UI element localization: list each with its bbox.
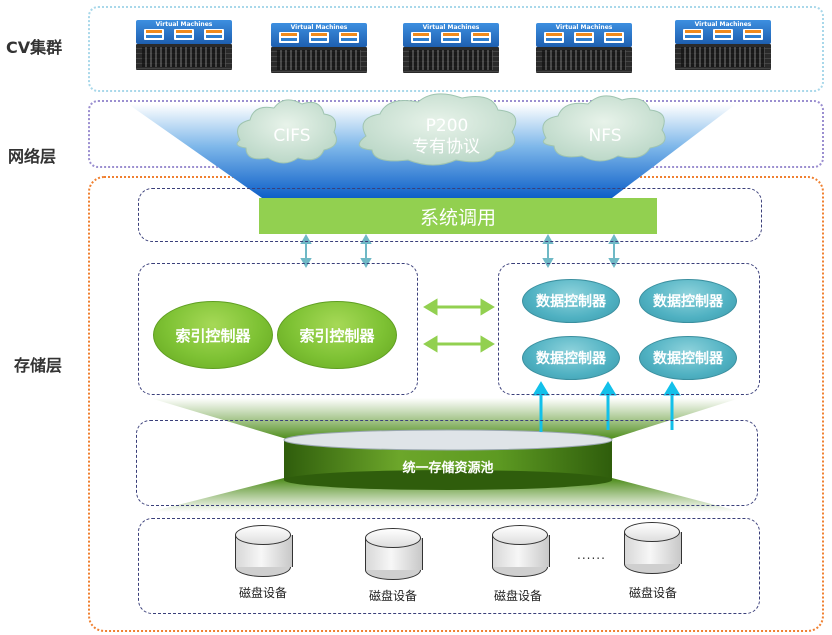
index-controller: 索引控制器 <box>277 301 397 369</box>
data-controller: 数据控制器 <box>639 336 737 380</box>
storage-pool-label: 统一存储资源池 <box>402 461 494 476</box>
index-controller-label: 索引控制器 <box>175 326 251 345</box>
data-controller-label: 数据控制器 <box>653 351 723 367</box>
disk-device-icon <box>235 525 293 577</box>
disk-ellipsis: ...... <box>577 548 606 562</box>
nfs-cloud-label: NFS <box>588 126 622 146</box>
data-controller: 数据控制器 <box>522 279 620 323</box>
vm-title: Virtual Machines <box>694 21 752 28</box>
vm-server: Virtual Machines <box>136 20 232 70</box>
storage-layer-label: 存储层 <box>14 356 63 375</box>
cv-layer-label: CV集群 <box>6 38 63 57</box>
cv-layer-box <box>88 6 824 92</box>
disk-device-icon <box>365 528 423 580</box>
cifs-cloud-label: CIFS <box>273 126 311 146</box>
system-call-label: 系统调用 <box>419 206 496 229</box>
disk-device-label: 磁盘设备 <box>238 586 287 600</box>
disk-device-icon <box>492 525 550 577</box>
data-controller-label: 数据控制器 <box>653 294 723 310</box>
vm-title: Virtual Machines <box>290 24 348 31</box>
index-controller: 索引控制器 <box>153 301 273 369</box>
p200-cloud-label-line1: P200 <box>425 116 469 136</box>
vm-title: Virtual Machines <box>555 24 613 31</box>
data-controller-label: 数据控制器 <box>536 351 606 367</box>
data-controller-label: 数据控制器 <box>536 294 606 310</box>
data-controller: 数据控制器 <box>639 279 737 323</box>
index-controller-group <box>138 263 418 395</box>
disk-device-icon <box>624 522 682 574</box>
vm-server: Virtual Machines <box>675 20 771 70</box>
vm-server: Virtual Machines <box>403 23 499 73</box>
vm-server: Virtual Machines <box>271 23 367 73</box>
disk-device-label: 磁盘设备 <box>628 586 677 600</box>
index-controller-label: 索引控制器 <box>299 326 375 345</box>
network-layer-label: 网络层 <box>8 147 57 166</box>
vm-server: Virtual Machines <box>536 23 632 73</box>
disk-device-label: 磁盘设备 <box>368 589 417 603</box>
storage-pool-box <box>136 420 758 506</box>
disk-device-label: 磁盘设备 <box>493 589 542 603</box>
vm-title: Virtual Machines <box>155 21 213 28</box>
vm-title: Virtual Machines <box>422 24 480 31</box>
disk-devices-box <box>138 518 760 614</box>
system-call-box <box>138 188 762 242</box>
p200-cloud-label-line2: 专有协议 <box>412 137 480 157</box>
data-controller: 数据控制器 <box>522 336 620 380</box>
system-call-bar: 系统调用 <box>259 198 657 234</box>
data-controller-group <box>498 263 760 395</box>
